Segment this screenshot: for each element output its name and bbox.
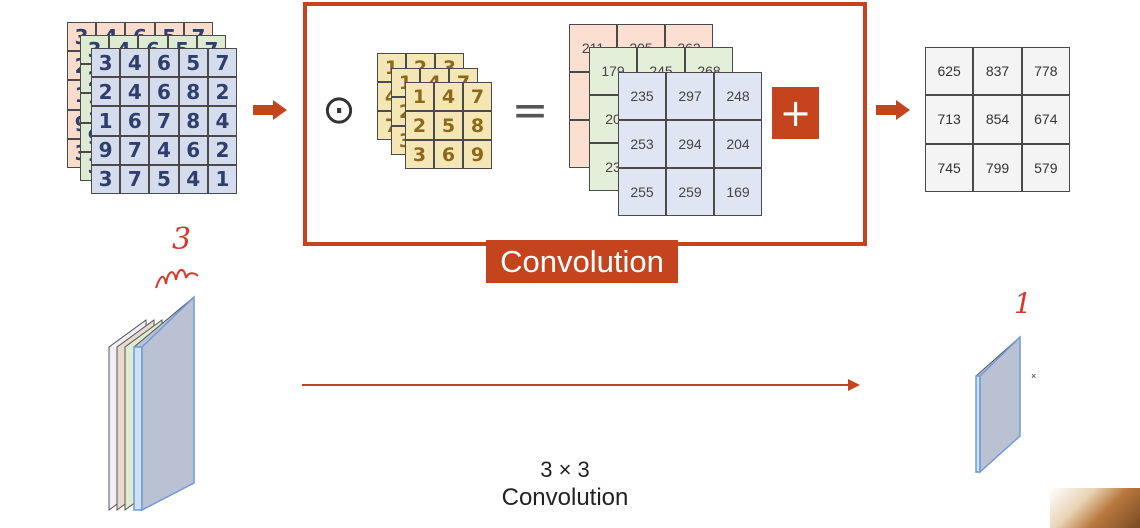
sum-plus-icon: + [772, 87, 819, 139]
grid-cell: 8 [178, 106, 208, 136]
grid-cell: 674 [1021, 95, 1070, 144]
grid-cell: 235 [618, 72, 666, 120]
grid-cell: 255 [618, 168, 666, 216]
grid-cell: 6 [434, 140, 463, 169]
grid-cell: 204 [714, 120, 762, 168]
grid-cell: 6 [149, 48, 179, 78]
grid-cell: 253 [618, 120, 666, 168]
grid-cell: 1 [405, 82, 434, 111]
grid-cell: 297 [666, 72, 714, 120]
grid-cell: 2 [405, 111, 434, 140]
grid-cell: 7 [463, 82, 492, 111]
grid-cell: 6 [120, 106, 150, 136]
output-volume-3d [975, 335, 1021, 474]
cursor-marker: × [1031, 371, 1037, 381]
arrow-right-icon [253, 100, 287, 120]
arrow-right-icon [876, 100, 910, 120]
grid-cell: 5 [149, 164, 179, 194]
convolution-label: Convolution [486, 240, 678, 283]
grid-cell: 1 [91, 106, 121, 136]
grid-cell: 7 [207, 48, 237, 78]
grid-cell: 4 [120, 48, 150, 78]
grid-cell: 4 [434, 82, 463, 111]
input-volume-3d [108, 295, 195, 512]
grid-cell: 6 [149, 77, 179, 107]
hadamard-product-icon: ⊙ [322, 87, 356, 133]
grid-cell: 6 [178, 135, 208, 165]
grid-cell: 2 [91, 77, 121, 107]
grid-cell: 713 [925, 95, 974, 144]
kernel-size-label: 3 × 3 [540, 457, 590, 482]
grid-cell: 4 [120, 77, 150, 107]
equals-sign: = [511, 85, 549, 136]
grid-cell: 9 [463, 140, 492, 169]
grid-cell: 2 [207, 135, 237, 165]
grid-cell: 3 [91, 164, 121, 194]
grid-cell: 3 [405, 140, 434, 169]
long-arrow-icon [302, 379, 860, 391]
grid-cell: 1 [207, 164, 237, 194]
grid-cell: 259 [666, 168, 714, 216]
grid-cell: 837 [973, 47, 1022, 96]
grid-cell: 169 [714, 168, 762, 216]
grid-cell: 8 [463, 111, 492, 140]
grid-cell: 625 [925, 47, 974, 96]
grid-cell: 4 [178, 164, 208, 194]
grid-cell: 2 [207, 77, 237, 107]
grid-cell: 579 [1021, 143, 1070, 192]
handwritten-digit: 1 [1014, 287, 1032, 320]
grid-cell: 5 [178, 48, 208, 78]
webcam-thumbnail [1050, 488, 1140, 528]
grid-cell: 248 [714, 72, 762, 120]
grid-cell: 4 [207, 106, 237, 136]
grid-cell: 778 [1021, 47, 1070, 96]
grid-cell: 5 [434, 111, 463, 140]
grid-cell: 799 [973, 143, 1022, 192]
grid-cell: 8 [178, 77, 208, 107]
handwritten-squiggle [155, 269, 199, 289]
handwritten-digit: 3 [172, 222, 192, 257]
grid-cell: 854 [973, 95, 1022, 144]
grid-cell: 7 [120, 164, 150, 194]
grid-cell: 4 [149, 135, 179, 165]
grid-cell: 7 [120, 135, 150, 165]
grid-cell: 7 [149, 106, 179, 136]
grid-cell: 745 [925, 143, 974, 192]
grid-cell: 3 [91, 48, 121, 78]
convolution-caption: Convolution [501, 484, 629, 511]
grid-cell: 9 [91, 135, 121, 165]
grid-cell: 294 [666, 120, 714, 168]
